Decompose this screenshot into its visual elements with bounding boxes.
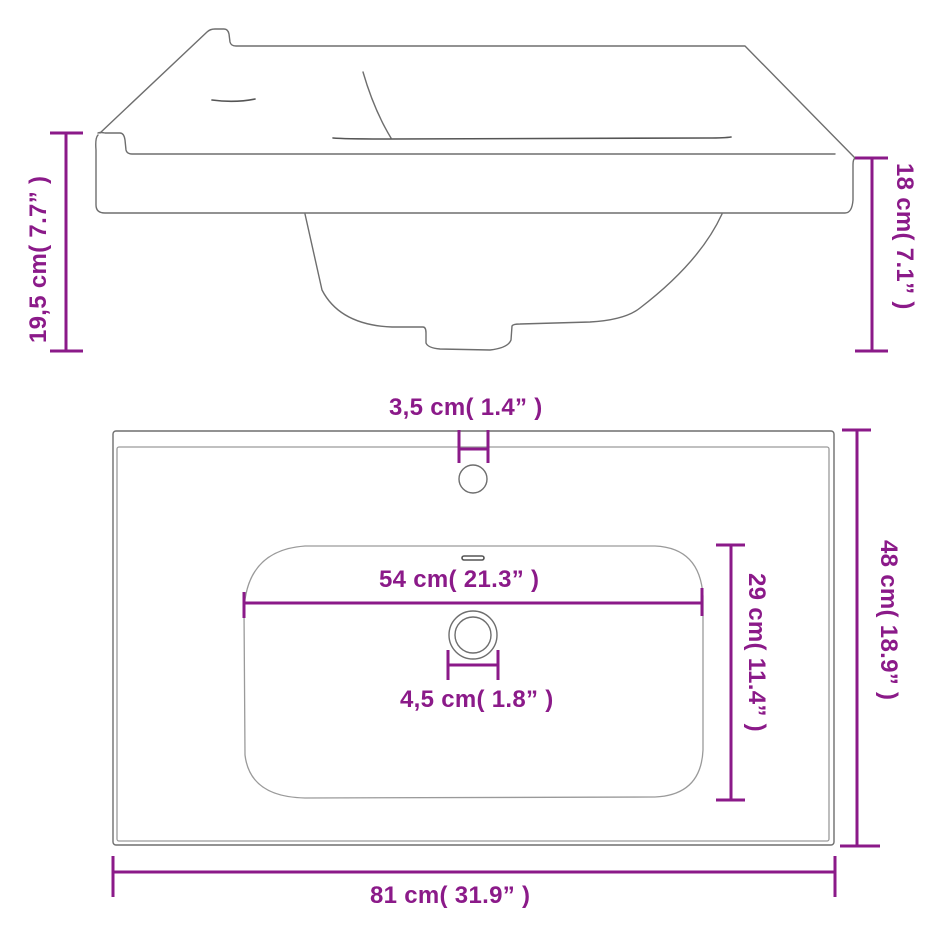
overflow-slot-line bbox=[211, 98, 256, 103]
tap-hole-diameter-label: 3,5 cm( 1.4” ) bbox=[389, 394, 543, 421]
rim-height-label: 18 cm( 7.1” ) bbox=[891, 163, 918, 310]
sink-rim-lip-outline bbox=[97, 131, 836, 155]
drain-dimension bbox=[446, 650, 500, 680]
basin-depth-dimension bbox=[716, 543, 745, 802]
drain-outer-ring bbox=[448, 610, 498, 660]
bowl-underside-outline bbox=[304, 213, 723, 351]
overall-width-label: 81 cm( 31.9” ) bbox=[370, 882, 531, 909]
basin-width-dimension bbox=[242, 588, 704, 618]
overflow-slot bbox=[461, 555, 485, 561]
sink-outer-edge bbox=[112, 430, 835, 846]
overall-width-dimension bbox=[111, 856, 837, 897]
sink-rim-body-outline bbox=[95, 134, 857, 214]
height-dimension-left bbox=[50, 131, 83, 353]
sink-inner-bevel bbox=[116, 446, 830, 842]
tap-hole bbox=[458, 464, 488, 494]
basin-width-label: 54 cm( 21.3” ) bbox=[379, 566, 540, 593]
basin-depth-label: 29 cm( 11.4” ) bbox=[743, 573, 770, 732]
side-view bbox=[95, 28, 857, 351]
drain-inner-ring bbox=[454, 616, 492, 654]
top-view bbox=[112, 430, 835, 846]
basin-inner-floor-line bbox=[332, 136, 732, 140]
tap-hole-dimension bbox=[457, 430, 490, 463]
overall-depth-label: 48 cm( 18.9” ) bbox=[875, 540, 902, 701]
sink-top-deck-outline bbox=[99, 28, 856, 159]
total-height-label: 19,5 cm( 7.7” ) bbox=[25, 175, 52, 343]
basin-outline bbox=[243, 545, 704, 799]
height-dimension-right bbox=[855, 156, 888, 353]
basin-inner-curve bbox=[362, 71, 392, 139]
drain-diameter-label: 4,5 cm( 1.8” ) bbox=[400, 686, 554, 713]
overall-depth-dimension bbox=[840, 428, 880, 848]
